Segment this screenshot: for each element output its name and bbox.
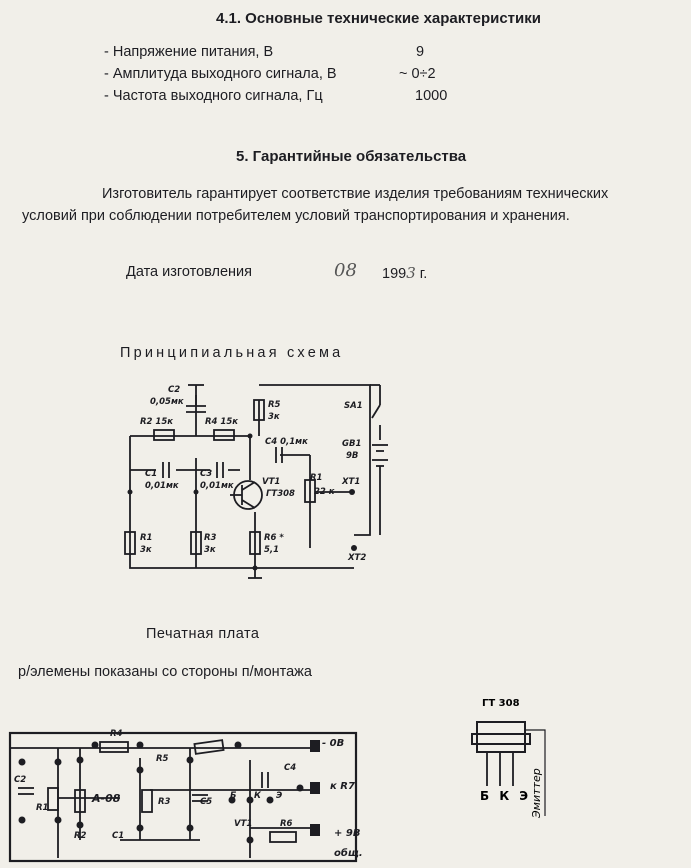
section5-title: 5. Гарантийные обязательства bbox=[236, 148, 467, 165]
potentiometer-r1 bbox=[304, 479, 316, 503]
transistor-pinout bbox=[471, 721, 546, 816]
capacitor-c1 bbox=[162, 462, 170, 478]
label-r4: R4 15к bbox=[205, 417, 238, 427]
pcb-label-common: общ. bbox=[334, 847, 363, 859]
capacitor-c4 bbox=[275, 447, 283, 463]
label-r1-bottom: R1 bbox=[140, 533, 152, 543]
resistor-r4 bbox=[213, 429, 235, 441]
transistor-vt1 bbox=[230, 480, 263, 510]
label-r6-value: 5,1 bbox=[264, 545, 279, 555]
spec-voltage-label: - Напряжение питания, В bbox=[104, 44, 274, 60]
label-c4: C4 0,1мк bbox=[265, 437, 308, 447]
label-c3: C3 bbox=[200, 469, 212, 479]
date-label: Дата изготовления bbox=[126, 264, 252, 280]
pcb-label-c5: C5 bbox=[200, 797, 212, 807]
label-r3-value: 3к bbox=[204, 545, 216, 555]
label-r1-value: 22 к bbox=[314, 487, 335, 497]
pcb-label-r5: R5 bbox=[156, 754, 169, 764]
label-sa1: SA1 bbox=[344, 401, 363, 411]
date-month: 08 bbox=[334, 260, 357, 281]
resistor-r3 bbox=[190, 531, 202, 555]
warranty-line-1: Изготовитель гарантирует соответствие из… bbox=[102, 186, 609, 202]
schematic-title: Принципиальная схема bbox=[120, 345, 344, 361]
warranty-line-2: условий при соблюдении потребителем усло… bbox=[22, 208, 570, 224]
label-xt2: XT2 bbox=[347, 553, 366, 563]
transistor-pins: Б К Э bbox=[480, 789, 531, 803]
pcb-label-c2: C2 bbox=[14, 775, 26, 785]
pcb-label-r2: R2 bbox=[74, 831, 87, 841]
spec-frequency-label: - Частота выходного сигнала, Гц bbox=[104, 88, 323, 104]
pcb-label-b: Б bbox=[230, 791, 237, 801]
pcb-label-e: Э bbox=[276, 791, 282, 801]
transistor-emitter-label: Эмиттер bbox=[530, 768, 543, 819]
pcb-label-k: К bbox=[254, 791, 262, 801]
spec-frequency-value: 1000 bbox=[415, 88, 448, 104]
label-vt1: VT1 bbox=[262, 477, 280, 487]
label-r6: R6 * bbox=[264, 533, 284, 543]
label-gb1: GB1 bbox=[342, 439, 361, 449]
pcb-label-r3: R3 bbox=[158, 797, 171, 807]
section4-title: 4.1. Основные технические характеристики bbox=[216, 10, 541, 27]
pcb-title: Печатная плата bbox=[146, 626, 260, 642]
pcb-label-a08: A-08 bbox=[91, 792, 121, 805]
label-xt1: XT1 bbox=[341, 477, 360, 487]
spec-voltage-value: 9 bbox=[416, 44, 425, 60]
label-r1-bottom-value: 3к bbox=[140, 545, 152, 555]
label-c2-value: 0,05мк bbox=[150, 397, 184, 407]
pcb-label-plus: + 9В bbox=[334, 828, 360, 839]
pcb-drawing bbox=[8, 731, 358, 863]
date-suffix: г. bbox=[419, 266, 428, 282]
label-c3-value: 0,01мк bbox=[200, 481, 234, 491]
pcb-note: р/элемены показаны со стороны п/монтажа bbox=[18, 664, 312, 680]
label-r5-value: 3к bbox=[268, 412, 280, 422]
capacitor-c2 bbox=[186, 384, 206, 413]
label-c1-value: 0,01мк bbox=[145, 481, 179, 491]
pcb-label-minus: - 0В bbox=[322, 738, 344, 749]
switch-sa1 bbox=[370, 384, 381, 440]
resistor-r6 bbox=[249, 531, 261, 555]
date-year-digit: 3 bbox=[406, 264, 416, 282]
battery-gb1 bbox=[372, 444, 388, 535]
capacitor-c3 bbox=[216, 462, 224, 478]
resistor-r2 bbox=[153, 429, 175, 441]
label-vt1-type: ГТ308 bbox=[266, 489, 295, 499]
spec-amplitude-label: - Амплитуда выходного сигнала, В bbox=[104, 66, 337, 82]
resistor-r5 bbox=[253, 399, 265, 421]
label-gb1-value: 9В bbox=[346, 451, 358, 461]
spec-amplitude-value: ~ 0÷2 bbox=[399, 66, 436, 82]
terminal-xt1 bbox=[349, 489, 355, 495]
pcb-label-r4: R4 bbox=[110, 729, 123, 739]
pcb-label-kr7: к R7 bbox=[330, 781, 355, 792]
resistor-r1-bottom bbox=[124, 531, 136, 555]
terminal-xt2 bbox=[351, 545, 357, 551]
label-r2: R2 15к bbox=[140, 417, 173, 427]
label-r5: R5 bbox=[268, 400, 281, 410]
date-year-prefix: 199 bbox=[382, 266, 407, 282]
pcb-label-r1: R1 bbox=[36, 803, 48, 813]
pcb-label-c1: C1 bbox=[112, 831, 124, 841]
pcb-label-r6: R6 bbox=[280, 819, 293, 829]
label-c1: C1 bbox=[145, 469, 157, 479]
transistor-title: ГТ 308 bbox=[482, 698, 520, 709]
pcb-label-vt1: VT1 bbox=[234, 819, 252, 829]
pcb-label-c4: C4 bbox=[284, 763, 296, 773]
label-r1: R1 bbox=[310, 473, 322, 483]
label-c2: C2 bbox=[168, 385, 180, 395]
label-r3: R3 bbox=[204, 533, 217, 543]
